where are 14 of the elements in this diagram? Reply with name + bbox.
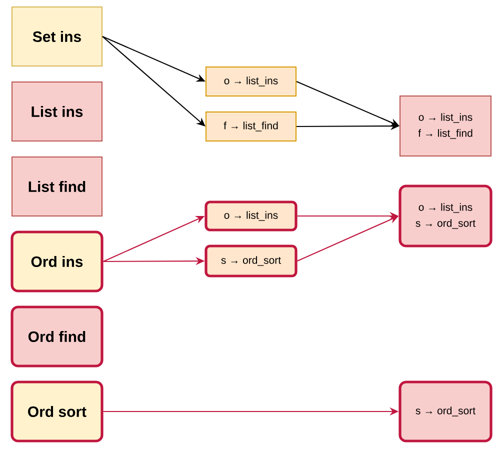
mapping-box: o → list_ins f → list_find	[400, 96, 492, 156]
mapping-box: o → list_ins	[206, 66, 296, 96]
mapping-box: s → ord_sort	[204, 244, 298, 278]
arrow	[102, 36, 206, 126]
process-box: List ins	[12, 82, 102, 142]
mapping-box: o → list_ins s → ord_sort	[398, 184, 492, 248]
process-box: Ord ins	[10, 230, 104, 292]
process-box: Ord find	[10, 306, 104, 368]
process-box: List find	[12, 156, 102, 216]
mapping-box: o → list_ins	[204, 200, 298, 232]
mapping-box: s → ord_sort	[398, 380, 492, 442]
mapping-box: f → list_find	[206, 112, 296, 142]
process-box: Set ins	[12, 6, 102, 66]
process-box: Ord sort	[10, 380, 104, 442]
